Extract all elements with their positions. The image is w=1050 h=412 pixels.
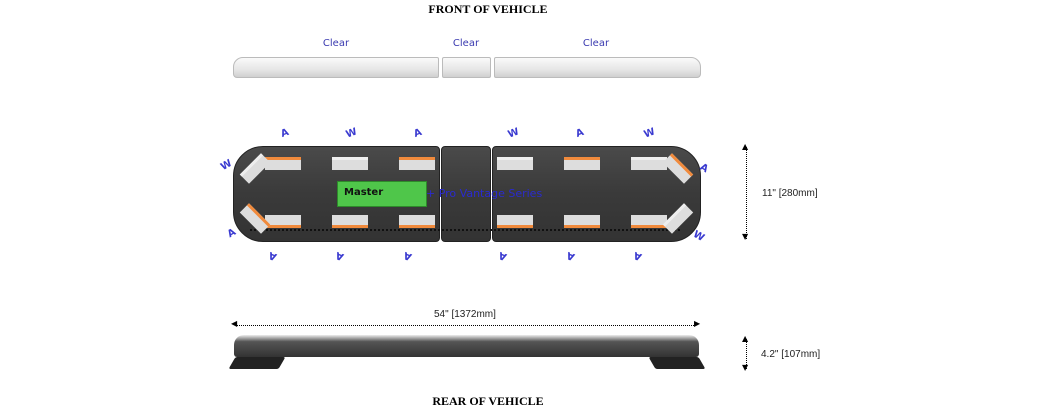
color-code: A (574, 127, 586, 140)
arrow-down-icon: ▼ (742, 232, 749, 241)
lens-label-center: Clear (452, 38, 480, 49)
color-code: W (218, 157, 235, 174)
color-code: A (279, 127, 291, 140)
color-code: A (402, 249, 414, 262)
length-dimension-line (236, 325, 696, 326)
light-module (564, 157, 600, 170)
color-code: A (565, 249, 577, 262)
height-dimension-line (746, 147, 747, 239)
light-module (265, 215, 301, 228)
color-code: W (506, 126, 521, 141)
arrow-up-icon: ▲ (742, 334, 749, 343)
color-code: W (642, 126, 657, 141)
light-module (399, 215, 435, 228)
arrow-down-icon: ▼ (742, 363, 749, 372)
lens-right (494, 57, 701, 78)
lens-label-right: Clear (582, 38, 610, 49)
light-module (631, 157, 667, 170)
arrow-up-icon: ▲ (742, 142, 749, 151)
light-module (631, 215, 667, 228)
light-module (497, 157, 533, 170)
mount-foot-left (228, 357, 286, 369)
rear-label: REAR OF VEHICLE (432, 394, 544, 408)
color-code: W (344, 126, 359, 141)
arrow-right-icon: ▶ (694, 319, 701, 328)
length-dimension: 54" [1372mm] (434, 309, 496, 320)
lens-left (233, 57, 439, 78)
light-module (564, 215, 600, 228)
light-module (332, 157, 368, 170)
arrow-left-icon: ◀ (231, 319, 238, 328)
color-code: A (412, 127, 424, 140)
lens-center (442, 57, 491, 78)
height-dimension: 11" [280mm] (762, 188, 818, 199)
controller-label: Master (344, 187, 384, 198)
bar-section-center (441, 146, 491, 242)
front-label: FRONT OF VEHICLE (428, 2, 548, 16)
light-module (399, 157, 435, 170)
controller-board: Master (337, 181, 427, 207)
color-code: A (632, 249, 644, 262)
mount-foot-right (648, 357, 706, 369)
color-code: A (267, 249, 279, 262)
color-code: A (225, 226, 238, 241)
color-code: A (334, 249, 346, 262)
lens-label-left: Clear (322, 38, 350, 49)
side-profile-bar (234, 335, 699, 357)
profile-height-line (746, 339, 747, 369)
vent-row (250, 229, 680, 234)
light-module (497, 215, 533, 228)
color-code: A (497, 249, 509, 262)
profile-height-dimension: 4.2" [107mm] (761, 349, 821, 360)
light-module (265, 157, 301, 170)
series-label: + Pro Vantage Series (426, 187, 543, 200)
light-module (332, 215, 368, 228)
